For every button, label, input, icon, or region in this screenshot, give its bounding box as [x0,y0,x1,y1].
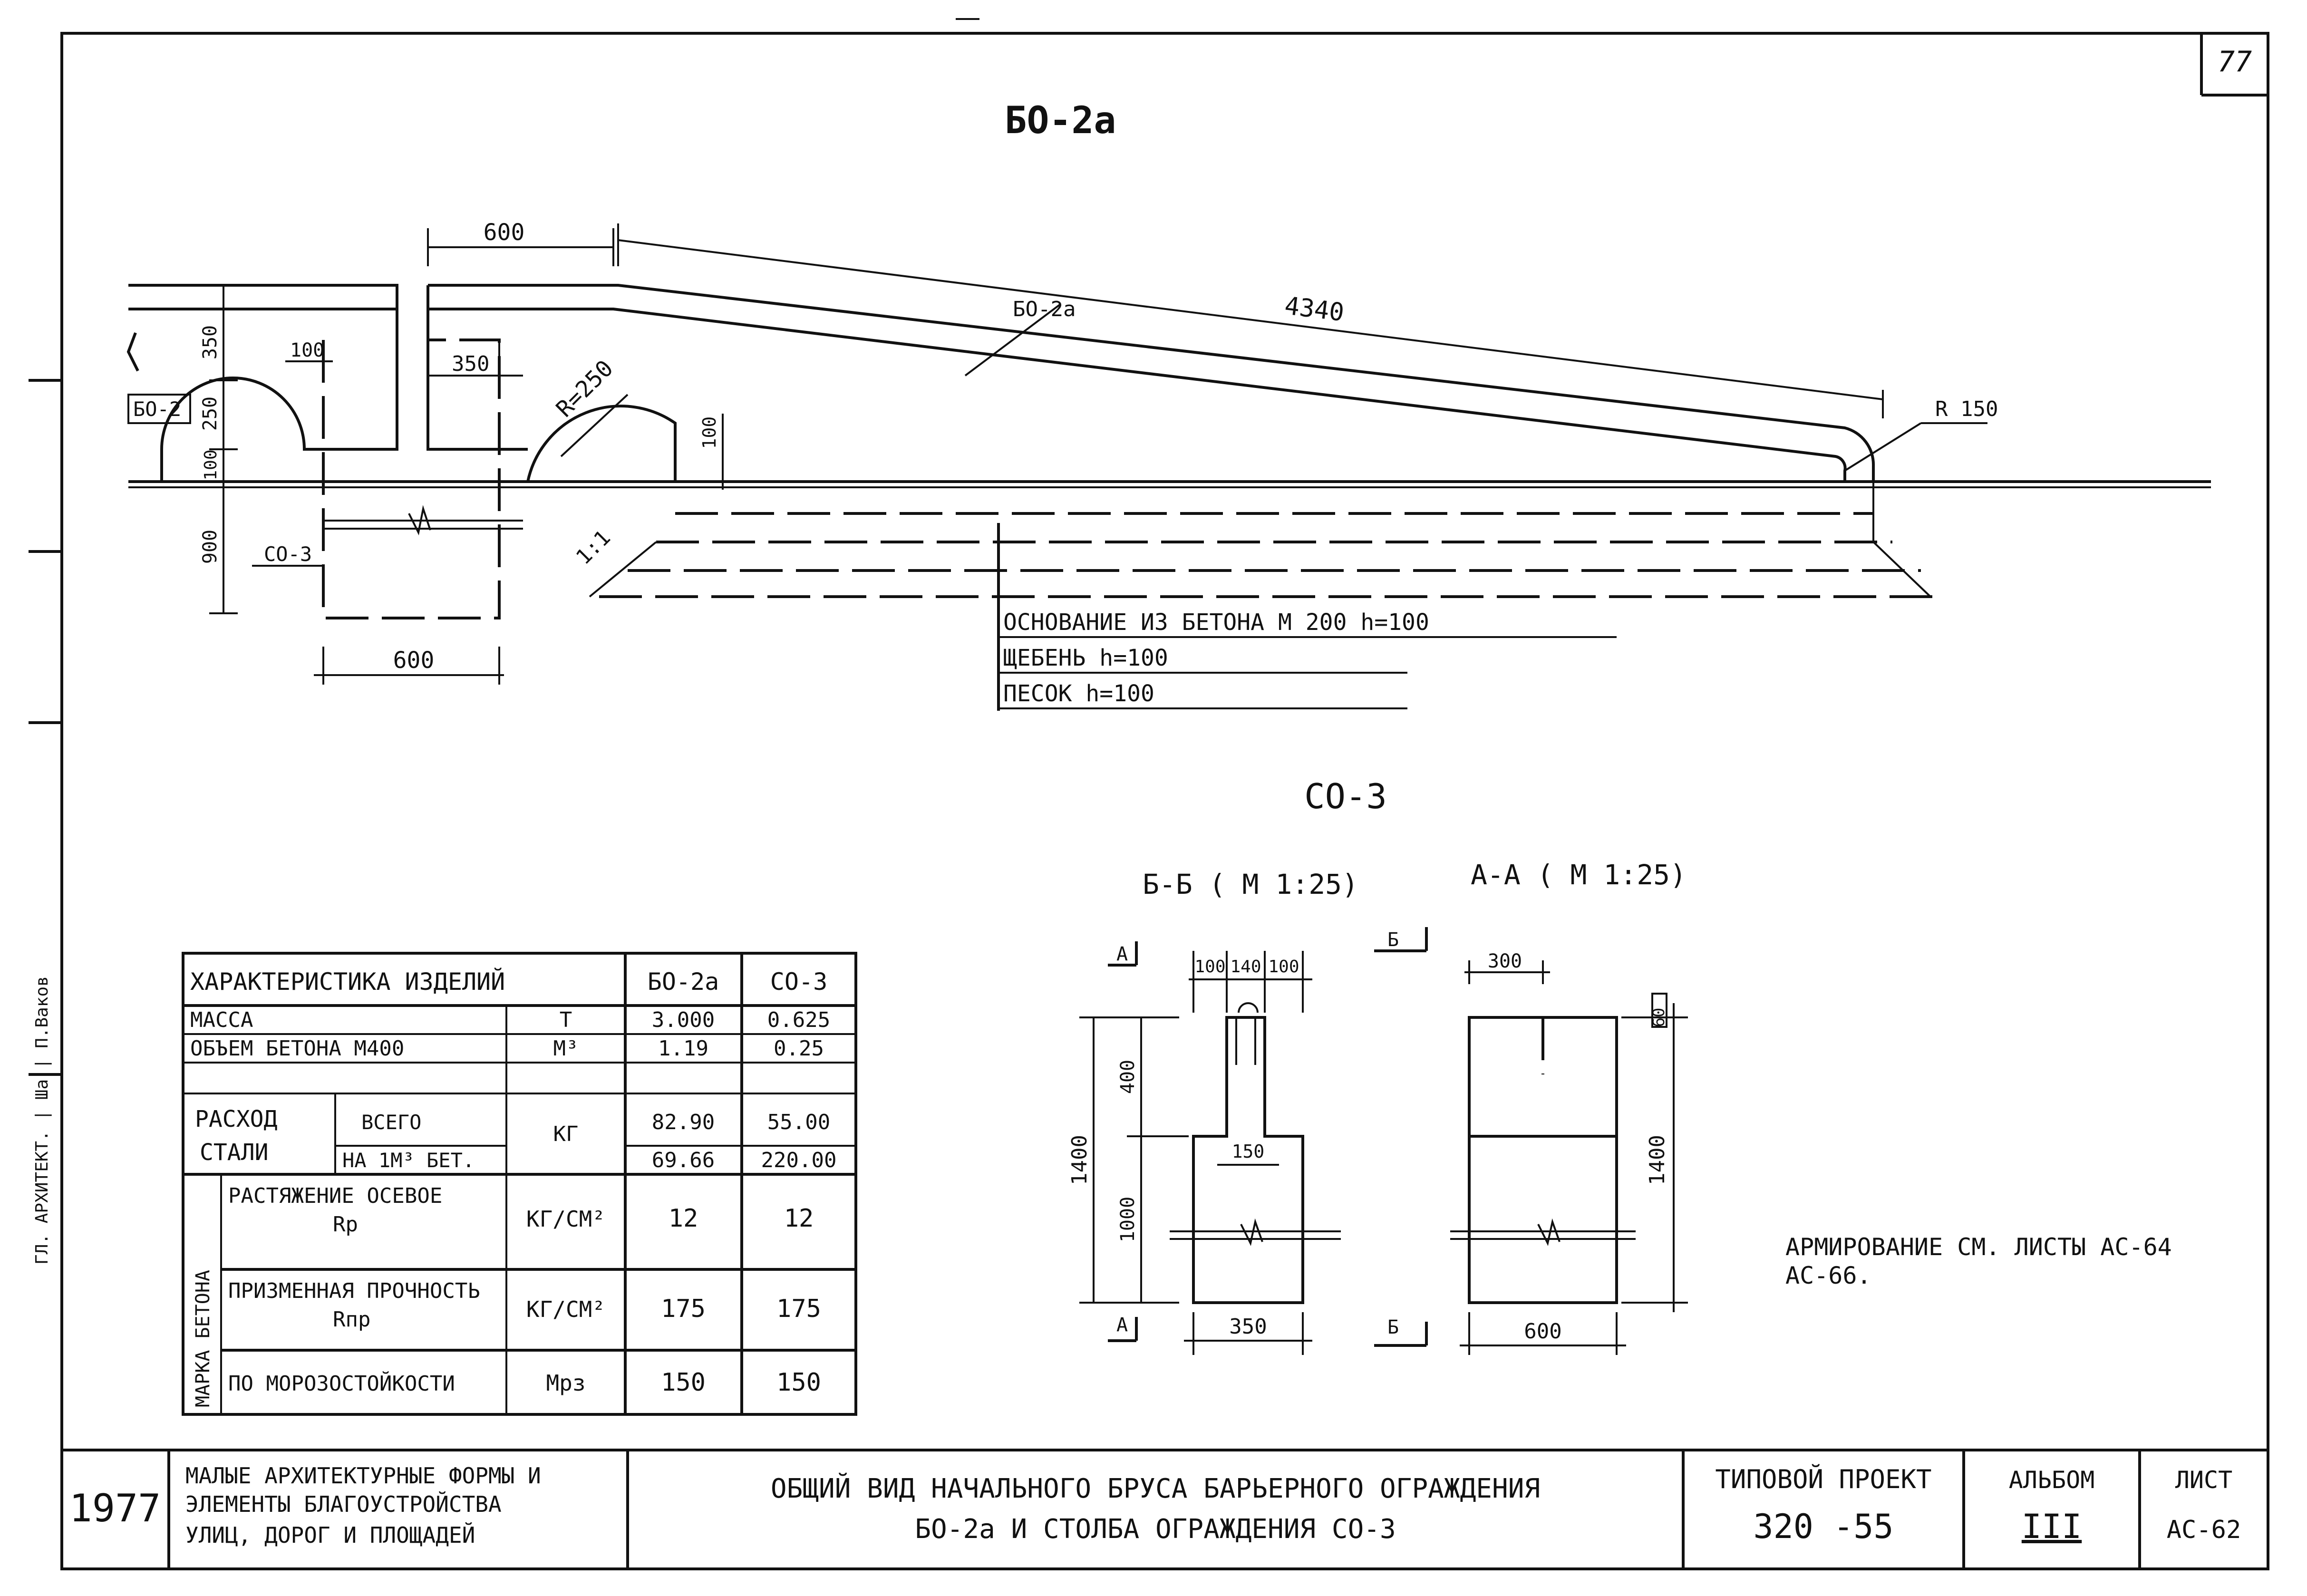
project-value: 320 -55 [1753,1507,1893,1546]
note-line2: АС-66. [1785,1262,1871,1289]
characteristics-table: ХАРАКТЕРИСТИКА ИЗДЕЛИЙ БО-2а СО-3 МАССА … [182,952,857,1416]
row-tension-unit: КГ/СМ² [526,1206,605,1232]
bb-marker-bottom: А [1116,1314,1128,1336]
layer-gravel: ЩЕБЕНЬ h=100 [1003,645,1168,671]
dim-4340: 4340 [1283,291,1346,327]
bb-dim-1000: 1000 [1117,1197,1139,1242]
section-aa-title: А-А ( М 1:25) [1471,859,1687,891]
dim-600-top: 600 [484,219,525,246]
series-line1: МАЛЫЕ АРХИТЕКТУРНЫЕ ФОРМЫ И [185,1463,541,1489]
approval-strip: ГЛ. АРХИТЕКТ. | Шa | П.Ваков [32,976,52,1265]
row-mass-co3: 0.625 [767,1008,830,1032]
page-number: 77 [2218,45,2252,78]
row-steel-label-1: РАСХОД [195,1106,277,1132]
dim-350-top: 350 [452,352,489,376]
co3-sections: СО-3 Б-Б ( М 1:25) А А 100 140 100 1400 … [1067,776,1688,1355]
bo2a-callout: БО-2а [1013,297,1076,321]
row-steel-total-bo2a: 82.90 [652,1110,715,1134]
row-steel-perm3-bo2a: 69.66 [652,1148,715,1172]
dim-250: 250 [199,397,221,431]
aa-marker-top: Б [1387,929,1399,951]
bb-dim-400: 400 [1117,1060,1139,1094]
page-number-box: 77 [2200,33,2268,97]
row-frost-unit: Мрз [546,1370,585,1396]
reinforcement-note: АРМИРОВАНИЕ СМ. ЛИСТЫ АС-64 АС-66. [1785,1233,2172,1289]
layer-sand: ПЕСОК h=100 [1003,680,1154,707]
label-bo2: БО-2 [133,397,181,421]
table-header-characteristic: ХАРАКТЕРИСТИКА ИЗДЕЛИЙ [190,967,505,996]
row-prism-bo2a: 175 [661,1295,706,1323]
bb-dim-100b: 100 [1268,957,1299,977]
drawing-title-line2: БО-2а И СТОЛБА ОГРАЖДЕНИЯ СО-3 [915,1514,1396,1545]
concrete-grade-label: МАРКА БЕТОНА [192,1270,214,1407]
row-volume-label: ОБЪЕМ БЕТОНА М400 [190,1036,404,1061]
dim-350-vert: 350 [199,325,221,359]
dim-100-right: 100 [699,416,720,449]
title-block: 1977 МАЛЫЕ АРХИТЕКТУРНЫЕ ФОРМЫ И ЭЛЕМЕНТ… [62,1449,2268,1569]
row-steel-unit: КГ [553,1122,579,1146]
project-label: ТИПОВОЙ ПРОЕКТ [1715,1464,1931,1494]
section-bb-title: Б-Б ( М 1:25) [1143,868,1358,900]
bb-dim-350: 350 [1229,1315,1267,1339]
dim-900: 900 [199,530,221,564]
row-steel-total-label: ВСЕГО [361,1111,421,1134]
bo2a-elevation: БО-2а 600 4340 [126,99,2211,711]
row-prism-co3: 175 [776,1295,821,1323]
bb-dim-1400: 1400 [1067,1135,1092,1185]
aa-marker-bottom: Б [1387,1316,1399,1338]
aa-dim-600: 600 [1524,1319,1561,1344]
row-steel-label-2: СТАЛИ [200,1139,269,1166]
layer-concrete: ОСНОВАНИЕ ИЗ БЕТОНА М 200 h=100 [1003,609,1429,636]
aa-dim-1400: 1400 [1645,1135,1669,1185]
row-frost-label: ПО МОРОЗОСТОЙКОСТИ [228,1371,455,1396]
sheet-label: ЛИСТ [2175,1466,2232,1494]
slope-label: 1:1 [572,526,615,570]
sheet-frame [29,18,2269,1570]
row-prism-label-2: Rпр [333,1307,370,1332]
dim-600-bottom: 600 [393,647,435,674]
bb-dim-150: 150 [1232,1141,1265,1162]
row-mass-unit: Т [560,1008,572,1032]
row-volume-co3: 0.25 [774,1036,824,1061]
drawing-title-line1: ОБЩИЙ ВИД НАЧАЛЬНОГО БРУСА БАРЬЕРНОГО ОГ… [771,1473,1540,1504]
row-tension-label-1: РАСТЯЖЕНИЕ ОСЕВОЕ [228,1184,442,1208]
table-header-bo2a: БО-2а [648,968,719,996]
bb-marker-top: А [1116,943,1128,965]
dim-r150: R 150 [1935,397,1998,421]
row-prism-label-1: ПРИЗМЕННАЯ ПРОЧНОСТЬ [228,1279,480,1303]
dim-100-vert: 100 [201,449,221,480]
row-mass-label: МАССА [190,1008,253,1032]
row-steel-perm3-co3: 220.00 [761,1148,837,1172]
row-steel-total-co3: 55.00 [767,1110,830,1134]
row-frost-co3: 150 [776,1368,821,1397]
row-frost-bo2a: 150 [661,1368,706,1397]
table-header-co3: СО-3 [770,968,827,996]
row-prism-unit: КГ/СМ² [526,1296,605,1322]
row-volume-bo2a: 1.19 [658,1036,708,1061]
row-tension-label-2: Rр [333,1212,358,1237]
row-volume-unit: М³ [553,1036,579,1061]
title-year: 1977 [69,1486,161,1530]
bb-dim-140: 140 [1230,957,1261,977]
series-line3: УЛИЦ, ДОРОГ И ПЛОЩАДЕЙ [185,1522,475,1548]
aa-dim-300: 300 [1488,950,1522,972]
bb-dim-100a: 100 [1194,957,1225,977]
row-mass-bo2a: 3.000 [652,1008,715,1032]
row-tension-co3: 12 [784,1204,814,1233]
row-tension-bo2a: 12 [669,1204,698,1233]
row-steel-perm3-label: НА 1М³ БЕТ. [342,1149,475,1172]
label-co3: СО-3 [264,542,312,566]
co3-title: СО-3 [1304,776,1386,816]
dim-100-top: 100 [290,339,324,361]
sheet-value: АС-62 [2167,1516,2241,1544]
album-value: III [2022,1507,2082,1546]
note-line1: АРМИРОВАНИЕ СМ. ЛИСТЫ АС-64 [1785,1233,2172,1261]
series-line2: ЭЛЕМЕНТЫ БЛАГОУСТРОЙСТВА [185,1491,502,1517]
album-label: АЛЬБОМ [2009,1466,2095,1494]
bo2a-title: БО-2а [1005,99,1116,142]
